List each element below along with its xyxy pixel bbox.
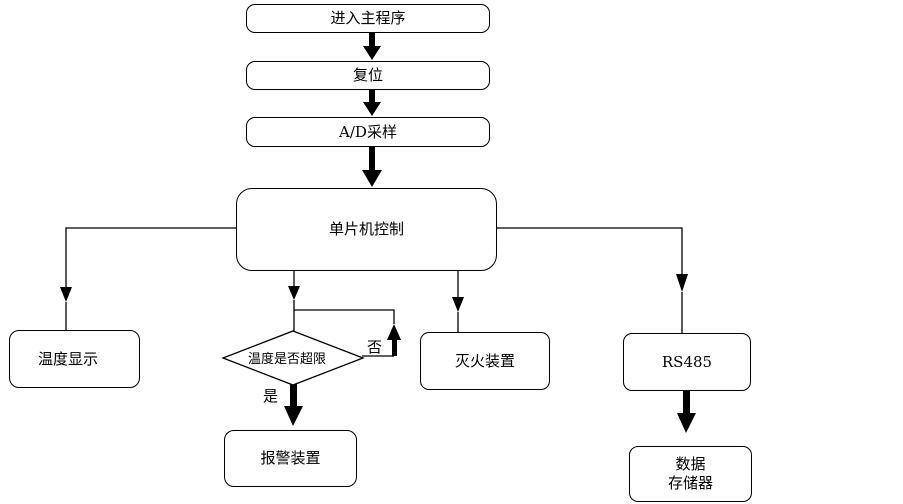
connector-mcu-to-rs485 bbox=[497, 227, 688, 333]
fire-extinguisher-box: 灭火装置 bbox=[420, 332, 550, 390]
data-storage-label-line1: 数据 bbox=[675, 455, 706, 474]
mcu-control-box: 单片机控制 bbox=[236, 188, 497, 271]
temperature-check-label: 温度是否超限 bbox=[248, 352, 327, 367]
reset-box: 复位 bbox=[246, 61, 490, 90]
enter-main-program-label: 进入主程序 bbox=[330, 9, 406, 28]
connector-check-yes-to-alarm bbox=[284, 381, 303, 426]
connector-mcu-to-display bbox=[60, 227, 236, 330]
temperature-display-label: 温度显示 bbox=[38, 349, 99, 368]
mcu-control-label: 单片机控制 bbox=[328, 220, 404, 239]
rs485-label: RS485 bbox=[661, 352, 713, 371]
connector-mcu-to-check bbox=[288, 271, 300, 332]
enter-main-program-box: 进入主程序 bbox=[246, 4, 490, 33]
arrow-rs485-to-storage bbox=[677, 391, 696, 433]
alarm-device-label: 报警装置 bbox=[260, 449, 321, 468]
ad-sampling-box: A/D采样 bbox=[246, 117, 490, 147]
arrow-enter-to-reset bbox=[363, 32, 381, 60]
alarm-device-box: 报警装置 bbox=[224, 430, 357, 487]
decision-diamond bbox=[221, 330, 365, 386]
edge-label-yes: 是 bbox=[263, 387, 279, 405]
connector-mcu-to-fire bbox=[452, 271, 464, 332]
data-storage-label-line2: 存储器 bbox=[667, 474, 713, 492]
rs485-box: RS485 bbox=[623, 333, 751, 391]
arrow-ad-to-mcu bbox=[362, 147, 382, 187]
arrow-reset-to-ad bbox=[363, 90, 381, 116]
edge-label-no: 否 bbox=[367, 338, 383, 356]
ad-sampling-label: A/D采样 bbox=[339, 122, 397, 141]
temperature-display-box: 温度显示 bbox=[9, 330, 140, 388]
connector-check-no-loop bbox=[294, 309, 401, 357]
data-storage-box: 数据 存储器 bbox=[629, 446, 752, 502]
fire-extinguisher-label: 灭火装置 bbox=[454, 351, 515, 370]
reset-label: 复位 bbox=[352, 66, 383, 85]
